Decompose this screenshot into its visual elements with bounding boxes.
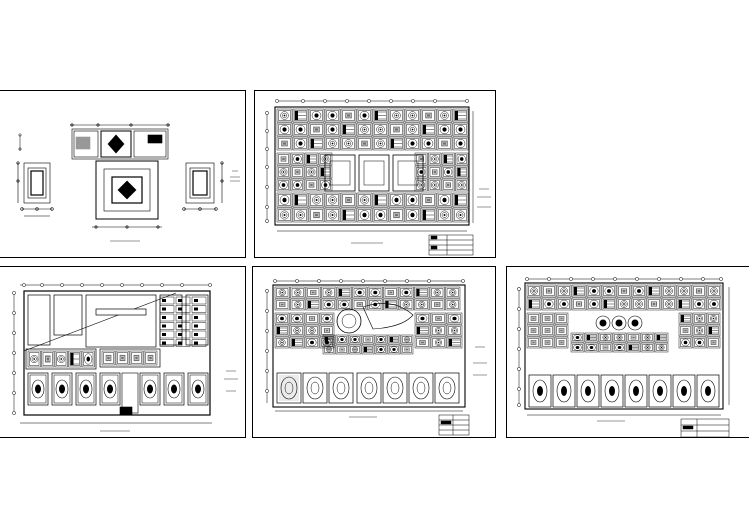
lighting-plan-drawing <box>517 277 730 438</box>
elevations-drawing <box>16 123 240 242</box>
legend-table <box>428 234 474 256</box>
furniture-plan-grid <box>272 284 466 408</box>
furniture-plan-drawing <box>265 279 487 436</box>
lower-rooms <box>25 348 209 416</box>
right-elevation <box>182 161 240 211</box>
title-block <box>438 414 470 436</box>
upper-rooms <box>23 290 211 416</box>
left-elevation <box>16 161 54 217</box>
central-plan <box>70 123 170 242</box>
lighting-plan-grid <box>524 282 724 410</box>
drawing-sheet-floor-plan <box>0 266 246 438</box>
ceiling-plan-grid <box>274 106 470 226</box>
drawing-sheet-lighting-plan <box>506 266 749 438</box>
drawing-sheet-ceiling-plan-upper <box>254 90 496 258</box>
legend-table <box>680 418 730 438</box>
drawing-sheet-elevations <box>0 90 246 258</box>
ceiling-plan-upper-drawing <box>265 99 491 256</box>
drawing-sheet-furniture-plan <box>252 266 496 438</box>
floor-plan-drawing <box>12 283 238 432</box>
stall-grid <box>159 296 207 347</box>
